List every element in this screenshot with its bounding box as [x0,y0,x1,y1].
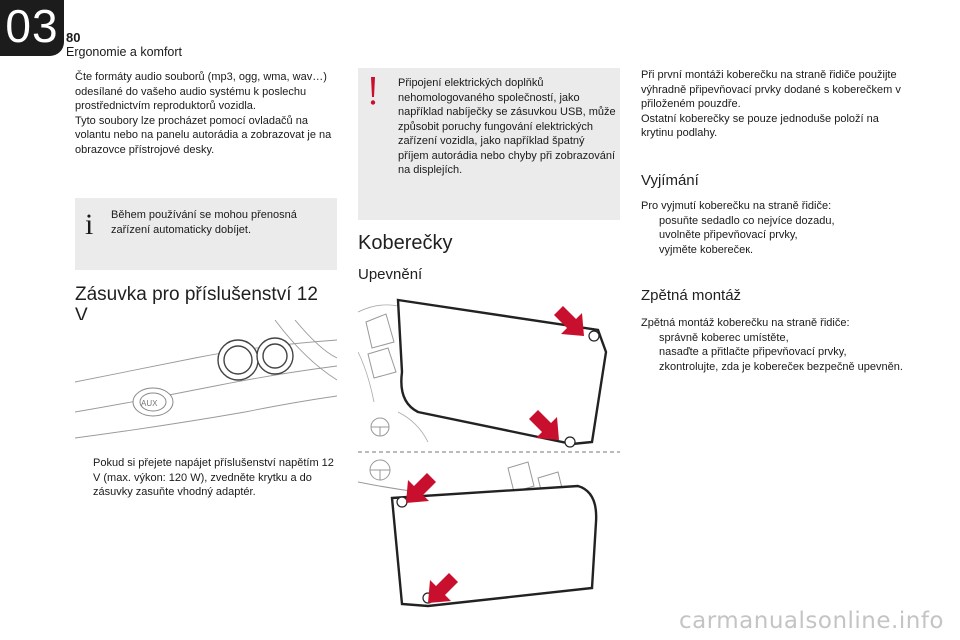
floor-mats-illustration [358,292,620,608]
audio-paragraph-1: Čte formáty audio souborů (mp3, ogg, wma… [75,71,327,112]
removal-step: posuňte sedadlo co nejvíce dozadu, [659,214,835,227]
bullet-icon [641,228,659,243]
mats-intro: Při první montáži koberečku na straně ři… [641,68,911,141]
refit-block: Zpětná montáž koberečku na straně řidiče… [641,316,911,374]
bullet-icon [641,214,659,229]
info-text: Během používání se mohou přenosná zaříze… [111,209,297,236]
heading-removal: Vyjímání [641,172,699,189]
heading-refit: Zpětná montáž [641,287,742,304]
list-item: vyjměte koberečeк. [641,243,911,258]
socket-illustration: AUX [75,320,337,445]
warning-box: Připojení elektrických doplňků nehomolog… [358,68,620,220]
heading-fixing: Upevnění [358,266,423,283]
chapter-tab: 03 [0,0,64,56]
bullet-icon [641,360,659,375]
refit-step: nasaďte a přitlačte připevňovací prvky, [659,346,847,358]
list-item: správně koberec umístěte, [641,331,911,346]
bullet-icon [641,243,659,258]
audio-paragraph-2: Tyto soubory lze procházet pomocí ovlada… [75,114,332,156]
warning-icon [370,77,376,105]
removal-block: Pro vyjmutí koberečku na straně řidiče: … [641,199,911,257]
section-title: Ergonomie a komfort [66,45,183,59]
removal-step: uvolněte připevňovací prvky, [659,229,798,241]
list-item: zkontrolujte, zda je koberečeк bezpečně … [641,360,911,375]
removal-intro: Pro vyjmutí koberečku na straně řidiče: [641,200,832,212]
list-item: uvolněte připevňovací prvky, [641,228,911,243]
refit-step: zkontrolujte, zda je koberečeк bezpečně … [659,360,903,373]
mats-paragraph-2: Ostatní koberečky se pouze jednoduše pol… [641,112,879,140]
page-number: 80 [66,30,81,45]
warning-text: Připojení elektrických doplňků nehomolog… [398,77,616,176]
refit-step: správně koberec umístěte, [659,331,789,344]
chapter-number: 03 [5,0,59,52]
bullet-icon [641,345,659,360]
bullet-icon [75,456,93,500]
watermark: carmanualsonline.info [678,608,944,634]
audio-description: Čte formáty audio souborů (mp3, ogg, wma… [75,70,340,157]
heading-floor-mats: Koberečky [358,232,453,254]
aux-label: AUX [141,399,158,408]
list-item: Pokud si přejete napájet příslušenství n… [75,456,337,500]
bullet-icon [641,331,659,346]
info-box: i Během používání se mohou přenosná zaří… [75,198,337,270]
socket-instruction: Pokud si přejete napájet příslušenství n… [75,456,337,500]
socket-instruction-text: Pokud si přejete napájet příslušenství n… [93,457,334,498]
list-item: posuňte sedadlo co nejvíce dozadu, [641,214,911,229]
removal-step: vyjměte koberečeк. [659,243,754,256]
info-icon: i [85,208,94,241]
list-item: nasaďte a přitlačte připevňovací prvky, [641,345,911,360]
refit-intro: Zpětná montáž koberečku na straně řidiče… [641,317,850,329]
mats-paragraph-1: Při první montáži koberečku na straně ři… [641,69,901,110]
